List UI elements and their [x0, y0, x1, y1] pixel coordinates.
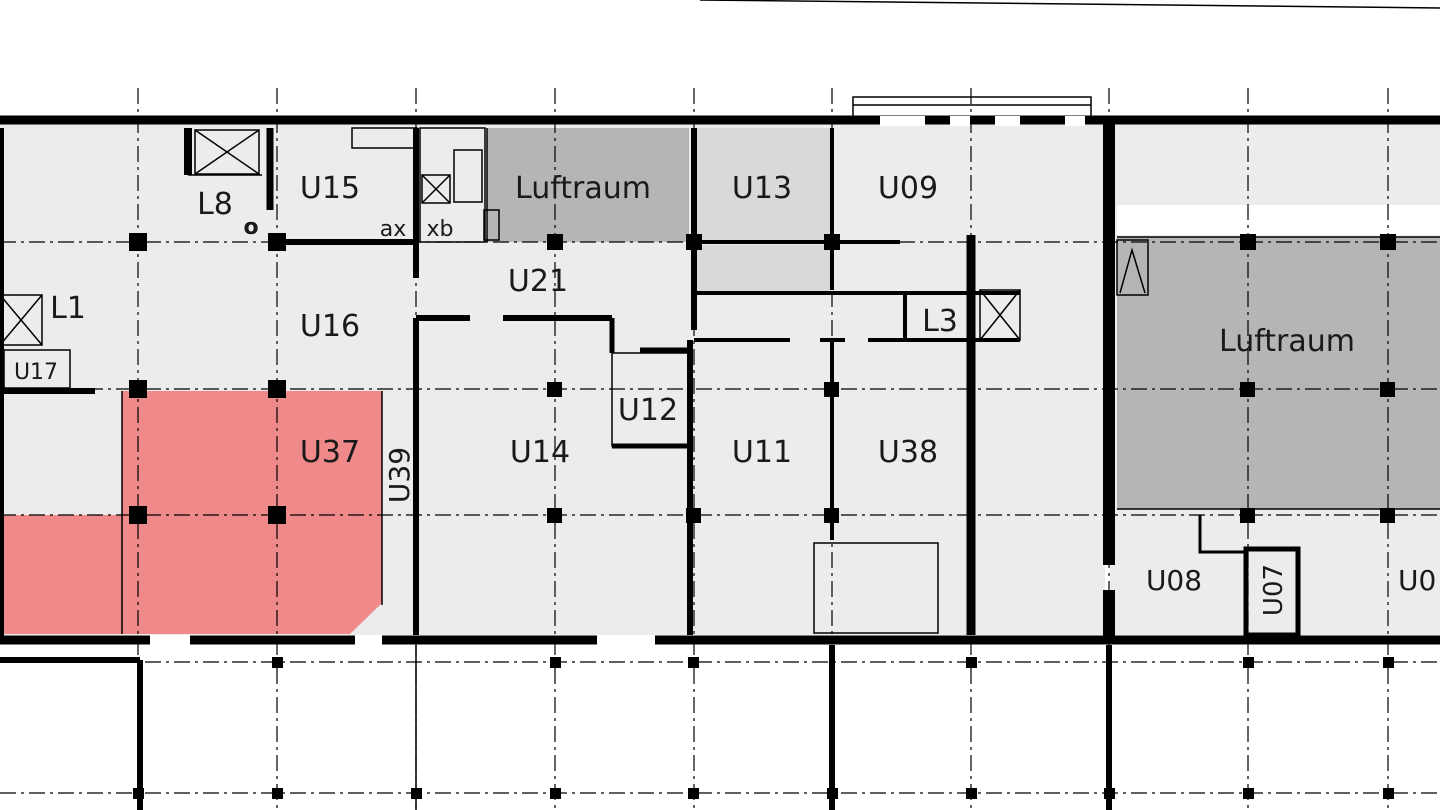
stair-arrow	[1119, 247, 1146, 294]
perspective-line	[699, 0, 1440, 9]
column	[1383, 657, 1394, 668]
shaft-cross	[194, 129, 260, 175]
corridor-strip	[1117, 205, 1440, 235]
column	[1380, 382, 1395, 397]
column	[272, 657, 283, 668]
column	[1240, 508, 1255, 523]
room-u13	[697, 128, 830, 242]
column	[1383, 788, 1394, 799]
label-u21: U21	[508, 264, 568, 299]
label-u0: U0	[1398, 564, 1436, 597]
room-u13-annex	[697, 245, 830, 291]
column	[550, 788, 561, 799]
label-u11: U11	[732, 435, 792, 470]
column	[1380, 508, 1395, 523]
column	[966, 788, 977, 799]
column	[550, 657, 561, 668]
bay-window	[852, 96, 1092, 120]
wall-u08	[1198, 515, 1248, 554]
shaft-cross	[979, 289, 1021, 341]
stair-east	[1116, 239, 1149, 296]
column	[688, 657, 699, 668]
column	[547, 508, 562, 523]
label-l8: L8	[197, 187, 233, 222]
label-u38: U38	[878, 435, 938, 470]
column	[129, 233, 147, 251]
window-opening	[950, 116, 970, 126]
column	[1240, 382, 1255, 397]
label-l1: L1	[50, 291, 86, 326]
label-luftraum-1: Luftraum	[515, 171, 651, 206]
marker-b: xb	[427, 217, 454, 242]
walls	[0, 96, 1440, 810]
label-u16: U16	[300, 309, 360, 344]
column	[1243, 657, 1254, 668]
room-fills	[0, 120, 1440, 635]
label-u39: U39	[383, 447, 416, 503]
label-u17: U17	[14, 360, 58, 385]
column	[688, 788, 699, 799]
wc-block	[419, 127, 486, 243]
room-u37-west	[0, 515, 122, 634]
label-u15: U15	[300, 171, 360, 206]
label-u07: U07	[1259, 564, 1289, 616]
window-opening	[1065, 116, 1085, 126]
room-labels: L8 o U15 ax xb Luftraum U13 U09 L1 U16 U…	[14, 171, 1436, 616]
wc-shaft	[421, 174, 451, 204]
shaft	[483, 209, 500, 241]
room-luftraum-2	[1117, 237, 1440, 509]
label-u12: U12	[618, 393, 678, 428]
column	[1380, 234, 1396, 250]
label-u14: U14	[510, 435, 570, 470]
room-u37	[122, 391, 382, 634]
window-opening	[995, 116, 1020, 126]
column	[268, 380, 286, 398]
label-u13: U13	[732, 171, 792, 206]
column	[1240, 234, 1256, 250]
column	[272, 788, 283, 799]
stair-block	[351, 127, 418, 149]
label-u09: U09	[878, 171, 938, 206]
room-box-u38	[813, 542, 939, 634]
label-u08: U08	[1146, 564, 1202, 597]
label-luftraum-2: Luftraum	[1219, 324, 1355, 359]
wc-stall	[453, 149, 483, 203]
l1-shaft	[0, 294, 43, 346]
column	[547, 382, 562, 397]
label-u37: U37	[300, 435, 360, 470]
column	[547, 234, 563, 250]
shaft-cross	[421, 174, 451, 204]
label-l3: L3	[922, 304, 958, 339]
marker-a: ax	[380, 217, 407, 242]
room-u07-box	[1243, 546, 1301, 638]
l3-shaft	[979, 289, 1021, 341]
marker-o: o	[243, 215, 258, 240]
column	[129, 506, 147, 524]
l8-shaft	[194, 129, 260, 175]
column	[966, 657, 977, 668]
column	[1243, 788, 1254, 799]
column	[129, 380, 147, 398]
room-luftraum-1	[487, 128, 689, 242]
shaft-cross	[0, 294, 43, 346]
window-opening	[880, 116, 925, 126]
column	[268, 506, 286, 524]
